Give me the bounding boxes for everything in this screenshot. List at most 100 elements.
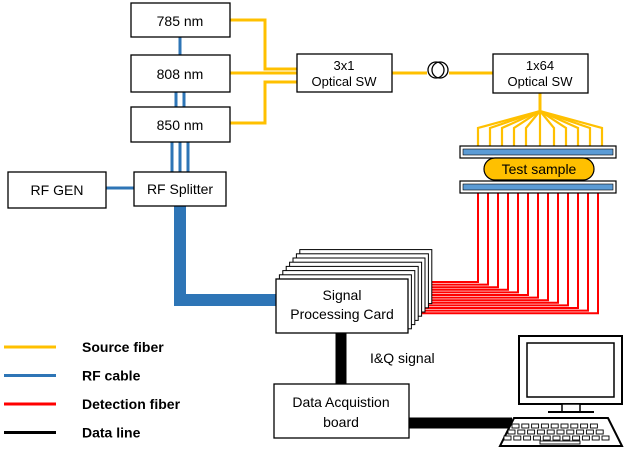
detection-fiber [418,193,489,286]
test-sample-label: Test sample [502,161,577,177]
rf-splitter-label: RF Splitter [147,181,213,197]
signal-card-label-1: Signal [323,287,362,303]
keyboard-key [503,435,512,441]
legend-label: RF cable [82,368,141,384]
detection-fiber [418,193,579,309]
detection-fiber [418,193,519,294]
fiber-coil-icon [427,61,449,79]
fiber-785-to-switch [230,18,297,71]
top-sample-plate [459,145,617,159]
rf-splitter-box: RF Splitter [133,171,227,207]
data-acquisition-board: Data Acquistion board [273,383,410,439]
keyboard-key [580,423,589,429]
laser-808-label: 808 nm [157,66,204,82]
legend-item: Data line [4,425,141,441]
keyboard-key [511,423,520,429]
bottom-sample-plate [459,180,617,194]
legend-label: Source fiber [82,339,164,355]
keyboard-spacebar [539,440,581,445]
source-fiber-branch [512,110,541,147]
keyboard-key [542,435,551,441]
rf-gen-box: RF GEN [7,171,107,209]
laser-850-box: 850 nm [130,106,231,143]
keyboard-key [540,423,549,429]
source-fiber-fanout [476,109,604,147]
keyboard-key [591,435,600,441]
test-sample: Test sample [483,157,595,181]
legend-item: RF cable [4,368,141,384]
optical-switch-1x64-label-2: Optical SW [507,74,573,89]
detection-fiber [418,193,509,291]
source-fibers [230,18,542,125]
keyboard-key [552,435,561,441]
detection-fiber [418,193,559,304]
keyboard-key [546,429,555,435]
laser-850-label: 850 nm [157,117,204,133]
optical-switch-3x1-label-2: Optical SW [311,74,377,89]
keyboard-key [532,435,541,441]
keyboard-key [589,423,598,429]
laser-785-box: 785 nm [130,2,231,38]
legend-label: Data line [82,425,141,441]
detection-fiber [418,193,549,302]
keyboard-key [585,429,594,435]
keyboard-key [572,435,581,441]
keyboard-key [507,429,516,435]
legend-item: Source fiber [4,339,164,355]
keyboard-key [595,429,604,435]
keyboard-key [527,429,536,435]
keyboard-key [513,435,522,441]
keyboard-key [523,435,532,441]
data-lines [335,333,512,429]
detection-fibers [405,193,599,315]
source-fiber-branch [500,109,541,147]
fiber-850-to-switch [230,80,297,125]
rf-cables [106,37,276,306]
source-fiber-branch [488,109,541,147]
source-fiber-branch [476,109,541,147]
detection-fiber [418,193,529,296]
optical-switch-1x64-label-1: 1x64 [526,58,554,73]
source-fiber-branch [539,109,580,147]
detection-fiber [418,193,479,283]
keyboard-key [570,423,579,429]
iq-signal-label: I&Q signal [370,350,435,366]
detection-fiber [418,193,499,289]
source-fiber-branch [524,110,541,147]
laser-785-label: 785 nm [157,13,204,29]
signal-card-label-2: Processing Card [290,306,394,322]
keyboard-key [521,423,530,429]
laser-808-box: 808 nm [130,54,231,93]
signal-processing-card: Signal Processing Card [275,278,409,334]
keyboard-key [550,423,559,429]
source-fiber-branch [539,110,556,147]
daq-label-1: Data Acquistion [292,394,389,410]
keyboard-keys [503,423,610,445]
daq-label-2: board [323,414,359,430]
detection-fiber [418,193,599,315]
keyboard-key [562,435,571,441]
optical-switch-3x1: 3x1 Optical SW [296,53,393,93]
keyboard-key [560,423,569,429]
keyboard-key [536,429,545,435]
keyboard-key [566,429,575,435]
keyboard-key [601,435,610,441]
keyboard-key [576,429,585,435]
detection-fiber [418,193,589,312]
legend-label: Detection fiber [82,396,181,412]
optical-switch-3x1-label-1: 3x1 [334,58,355,73]
optical-switch-1x64: 1x64 Optical SW [492,53,589,94]
keyboard-key [531,423,540,429]
source-fiber-branch [539,110,568,147]
source-fiber-branch [539,109,604,147]
rf-gen-label: RF GEN [31,182,84,198]
detection-fiber [418,193,539,299]
keyboard-key [517,429,526,435]
computer-icon [498,335,624,447]
rf-cable-splitter-to-card [174,206,276,306]
legend-item: Detection fiber [4,396,181,412]
detection-fiber [418,193,569,307]
keyboard-key [556,429,565,435]
